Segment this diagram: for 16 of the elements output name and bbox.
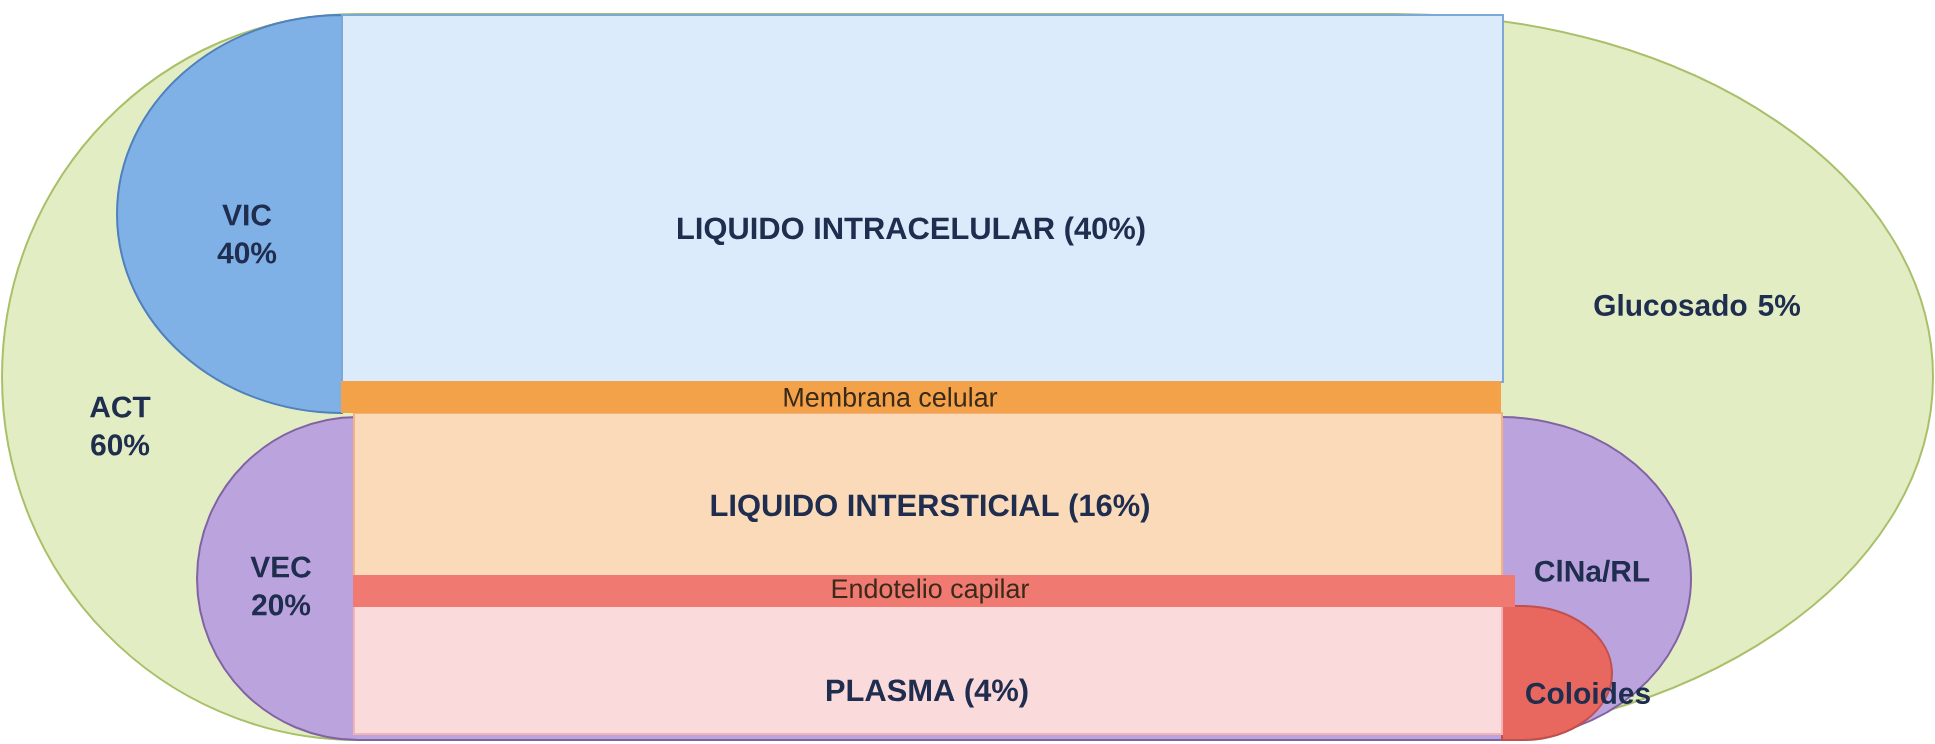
membrane-band xyxy=(341,381,1501,413)
compartment-label: LIQUIDO INTRACELULAR (40%) xyxy=(678,216,1145,246)
compartment-label: LIQUIDO INTERSTICIAL (16%) xyxy=(711,493,1149,523)
membrane-label: Membrana celular xyxy=(784,387,998,407)
membrane-band xyxy=(353,575,1515,607)
compartment-label: VEC 20% xyxy=(250,556,311,616)
compartment-shape xyxy=(1501,605,1650,741)
compartment-box xyxy=(341,14,1504,383)
compartment-label: VIC 40% xyxy=(217,204,277,264)
compartment-box xyxy=(353,412,1503,577)
membrane-label: Endotelio capilar xyxy=(832,578,1029,604)
compartment-box xyxy=(353,605,1503,735)
compartment-label: ClNa/RL xyxy=(1535,559,1650,583)
compartment-label: Glucosado 5% xyxy=(1594,294,1801,316)
compartment-label: PLASMA (4%) xyxy=(827,678,1028,708)
compartment-label: ACT 60% xyxy=(90,396,151,456)
